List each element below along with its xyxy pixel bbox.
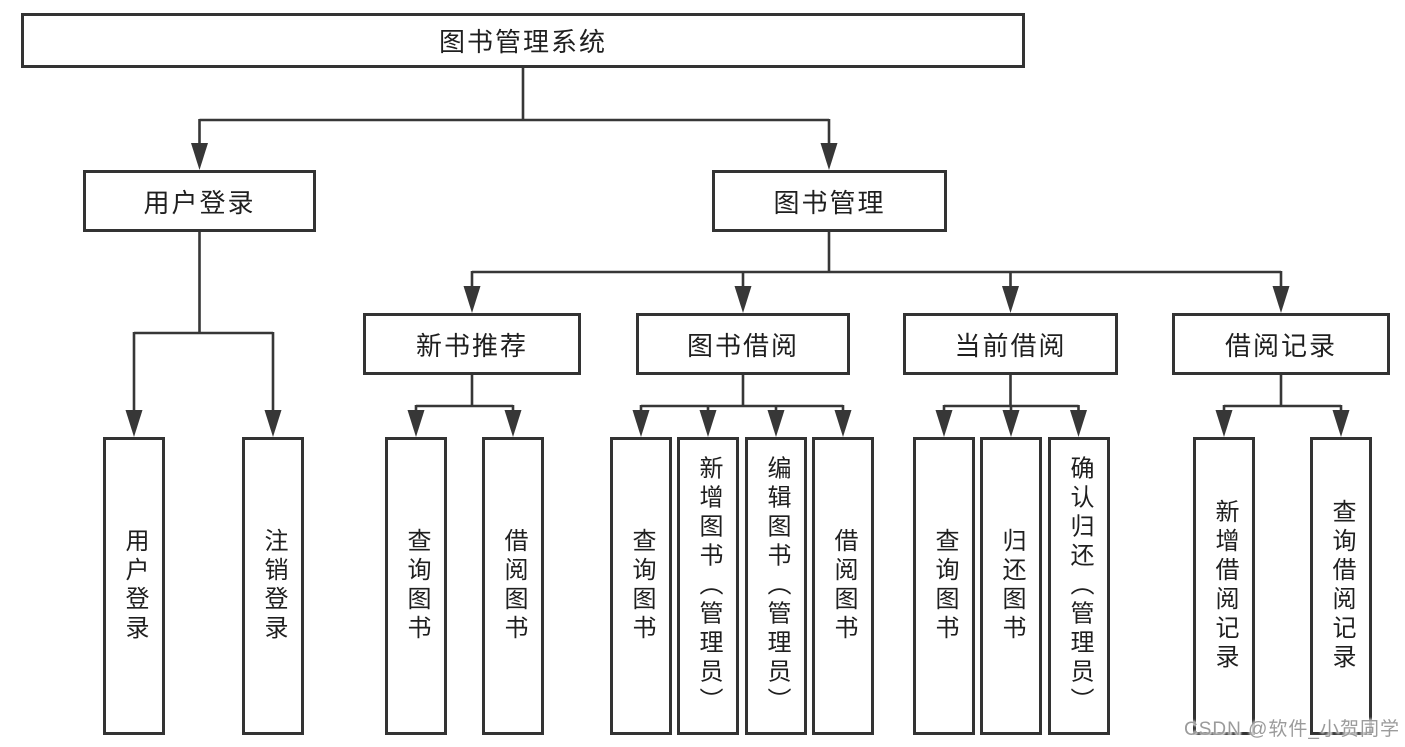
node-user-login: 用户登录	[83, 170, 316, 232]
leaf-add-borrow-record-label: 新增借阅记录	[1211, 499, 1238, 673]
leaf-user-login: 用户登录	[103, 437, 165, 735]
leaf-query-books-borrowing: 查询图书	[610, 437, 672, 735]
branch-user-login	[125, 232, 282, 437]
leaf-confirm-return-admin-label: 确认归还（管理员）	[1066, 455, 1093, 717]
leaf-borrow-books-borrowing: 借阅图书	[812, 437, 874, 735]
node-book-borrowing: 图书借阅	[636, 313, 850, 375]
csdn-watermark: CSDN @软件_小贺同学	[1184, 719, 1400, 740]
branch-current-borrowing	[935, 375, 1087, 437]
leaf-query-books-recommend-label: 查询图书	[403, 528, 430, 644]
leaf-return-books: 归还图书	[980, 437, 1042, 735]
leaf-user-login-label: 用户登录	[121, 528, 148, 644]
leaf-query-books-recommend: 查询图书	[385, 437, 447, 735]
branch-root	[191, 68, 838, 170]
leaf-borrow-books-recommend: 借阅图书	[482, 437, 544, 735]
leaf-logout-label: 注销登录	[260, 528, 287, 644]
leaf-query-borrow-record: 查询借阅记录	[1310, 437, 1372, 735]
branch-book-borrowing	[632, 375, 852, 437]
branch-borrowing-records	[1215, 375, 1350, 437]
leaf-borrow-books-recommend-label: 借阅图书	[500, 528, 527, 644]
leaf-query-borrow-record-label: 查询借阅记录	[1328, 499, 1355, 673]
leaf-edit-books-admin: 编辑图书（管理员）	[745, 437, 807, 735]
leaf-return-books-label: 归还图书	[998, 528, 1025, 644]
leaf-borrow-books-borrowing-label: 借阅图书	[830, 528, 857, 644]
branch-new-book-recommend	[407, 375, 522, 437]
leaf-add-borrow-record: 新增借阅记录	[1193, 437, 1255, 735]
node-new-book-recommend: 新书推荐	[363, 313, 581, 375]
node-borrowing-records: 借阅记录	[1172, 313, 1390, 375]
leaf-logout: 注销登录	[242, 437, 304, 735]
node-root: 图书管理系统	[21, 13, 1025, 68]
leaf-confirm-return-admin: 确认归还（管理员）	[1048, 437, 1110, 735]
leaf-query-books-current: 查询图书	[913, 437, 975, 735]
leaf-query-books-borrowing-label: 查询图书	[628, 528, 655, 644]
node-current-borrowing: 当前借阅	[903, 313, 1118, 375]
node-book-management: 图书管理	[712, 170, 947, 232]
branch-book-management	[463, 232, 1290, 313]
leaf-query-books-current-label: 查询图书	[931, 528, 958, 644]
leaf-add-books-admin: 新增图书（管理员）	[677, 437, 739, 735]
leaf-edit-books-admin-label: 编辑图书（管理员）	[763, 455, 790, 717]
leaf-add-books-admin-label: 新增图书（管理员）	[695, 455, 722, 717]
